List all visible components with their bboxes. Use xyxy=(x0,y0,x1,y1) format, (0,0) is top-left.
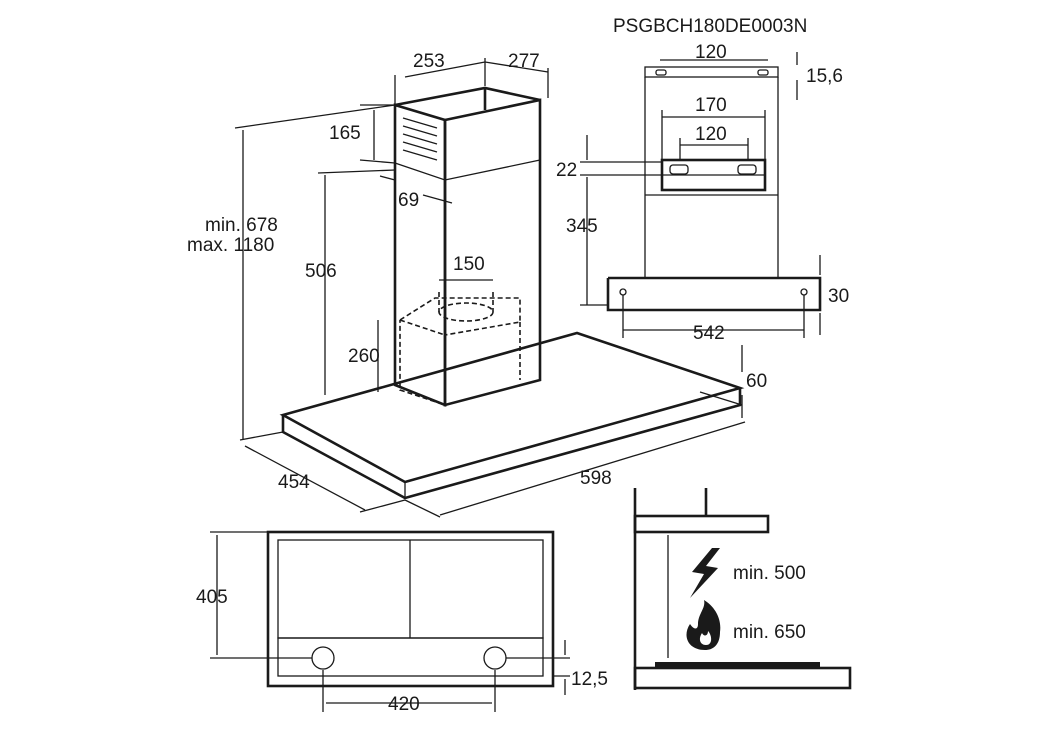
filter-box-hidden xyxy=(399,292,521,407)
dim-60: 60 xyxy=(746,371,767,392)
dim-150: 150 xyxy=(453,254,485,275)
dim-120-top: 120 xyxy=(695,42,727,63)
dim-454: 454 xyxy=(278,472,310,493)
dim-277: 277 xyxy=(508,51,540,72)
dim-min-height: min. 678 xyxy=(205,215,278,236)
dim-598: 598 xyxy=(580,468,612,489)
dim-120-mid: 120 xyxy=(695,124,727,145)
dim-542: 542 xyxy=(693,323,725,344)
underside-view xyxy=(210,530,570,712)
dim-12-5: 12,5 xyxy=(571,669,608,690)
dim-506: 506 xyxy=(305,261,337,282)
dim-420: 420 xyxy=(388,694,420,715)
canopy xyxy=(279,331,745,500)
vent-slots xyxy=(402,117,438,161)
dim-15-6: 15,6 xyxy=(806,66,843,87)
dim-30: 30 xyxy=(828,286,849,307)
clearance-view xyxy=(633,488,852,690)
dim-170: 170 xyxy=(695,95,727,116)
dim-260: 260 xyxy=(348,346,380,367)
model-code: PSGBCH180DE0003N xyxy=(613,16,807,37)
dim-405: 405 xyxy=(196,587,228,608)
electric-icon xyxy=(690,548,720,598)
dim-max-height: max. 1180 xyxy=(187,235,274,256)
flame-icon xyxy=(686,600,721,650)
dim-253: 253 xyxy=(413,51,445,72)
dim-69: 69 xyxy=(398,190,419,211)
dimension-lines xyxy=(234,58,746,518)
bracket-view xyxy=(580,52,822,338)
clearance-gas: min. 650 xyxy=(733,622,806,643)
chimney xyxy=(393,86,542,407)
dim-22: 22 xyxy=(556,160,577,181)
dim-345: 345 xyxy=(566,216,598,237)
clearance-electric: min. 500 xyxy=(733,563,806,584)
dim-165: 165 xyxy=(329,123,361,144)
